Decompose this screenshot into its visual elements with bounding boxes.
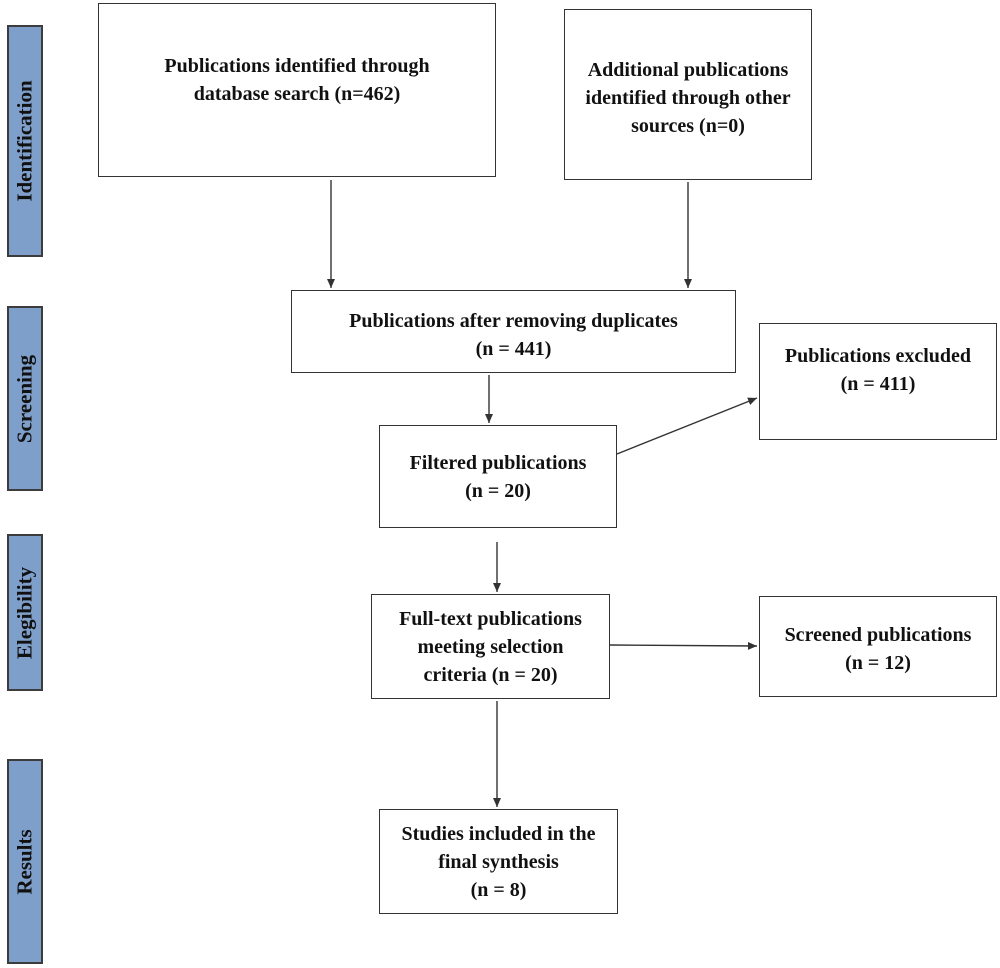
box-line: final synthesis — [438, 850, 559, 873]
box-line: (n = 441) — [475, 338, 552, 360]
box-line: criteria (n = 20) — [423, 663, 558, 686]
box-included: Studies included in the final synthesis … — [379, 809, 618, 914]
stage-results: Results — [7, 759, 43, 964]
box-line: Studies included in the — [401, 822, 596, 845]
box-line: Publications after removing duplicates — [349, 310, 678, 332]
box-line: Full-text publications — [399, 607, 582, 630]
box-line: meeting selection — [417, 635, 564, 658]
box-line: Additional publications — [587, 59, 789, 81]
arrow-filtered-to-excluded — [616, 397, 758, 455]
box-database-search: Publications identified through database… — [98, 3, 496, 177]
box-after-duplicates: Publications after removing duplicates (… — [291, 290, 736, 373]
box-line: (n = 411) — [840, 373, 916, 395]
box-line: Filtered publications — [409, 451, 587, 474]
box-line: (n = 20) — [465, 479, 531, 502]
stage-screening: Screening — [7, 306, 43, 491]
box-excluded: Publications excluded (n = 411) — [759, 323, 997, 440]
arrow-fulltext-to-screened — [609, 641, 758, 650]
box-line: database search (n=462) — [193, 83, 401, 105]
box-other-sources: Additional publications identified throu… — [564, 9, 812, 180]
box-line: Publications excluded — [784, 345, 972, 367]
box-line: (n = 12) — [845, 652, 911, 674]
box-line: Screened publications — [784, 624, 972, 646]
box-line: Publications identified through — [164, 55, 430, 77]
stage-eligibility: Elegibility — [7, 534, 43, 691]
box-full-text: Full-text publications meeting selection… — [371, 594, 610, 699]
box-line: identified through other — [585, 87, 791, 109]
box-line: (n = 8) — [470, 878, 527, 901]
box-filtered: Filtered publications (n = 20) — [379, 425, 617, 528]
box-line: sources (n=0) — [631, 115, 745, 137]
box-screened: Screened publications (n = 12) — [759, 596, 997, 697]
stage-identification: Identification — [7, 25, 43, 257]
